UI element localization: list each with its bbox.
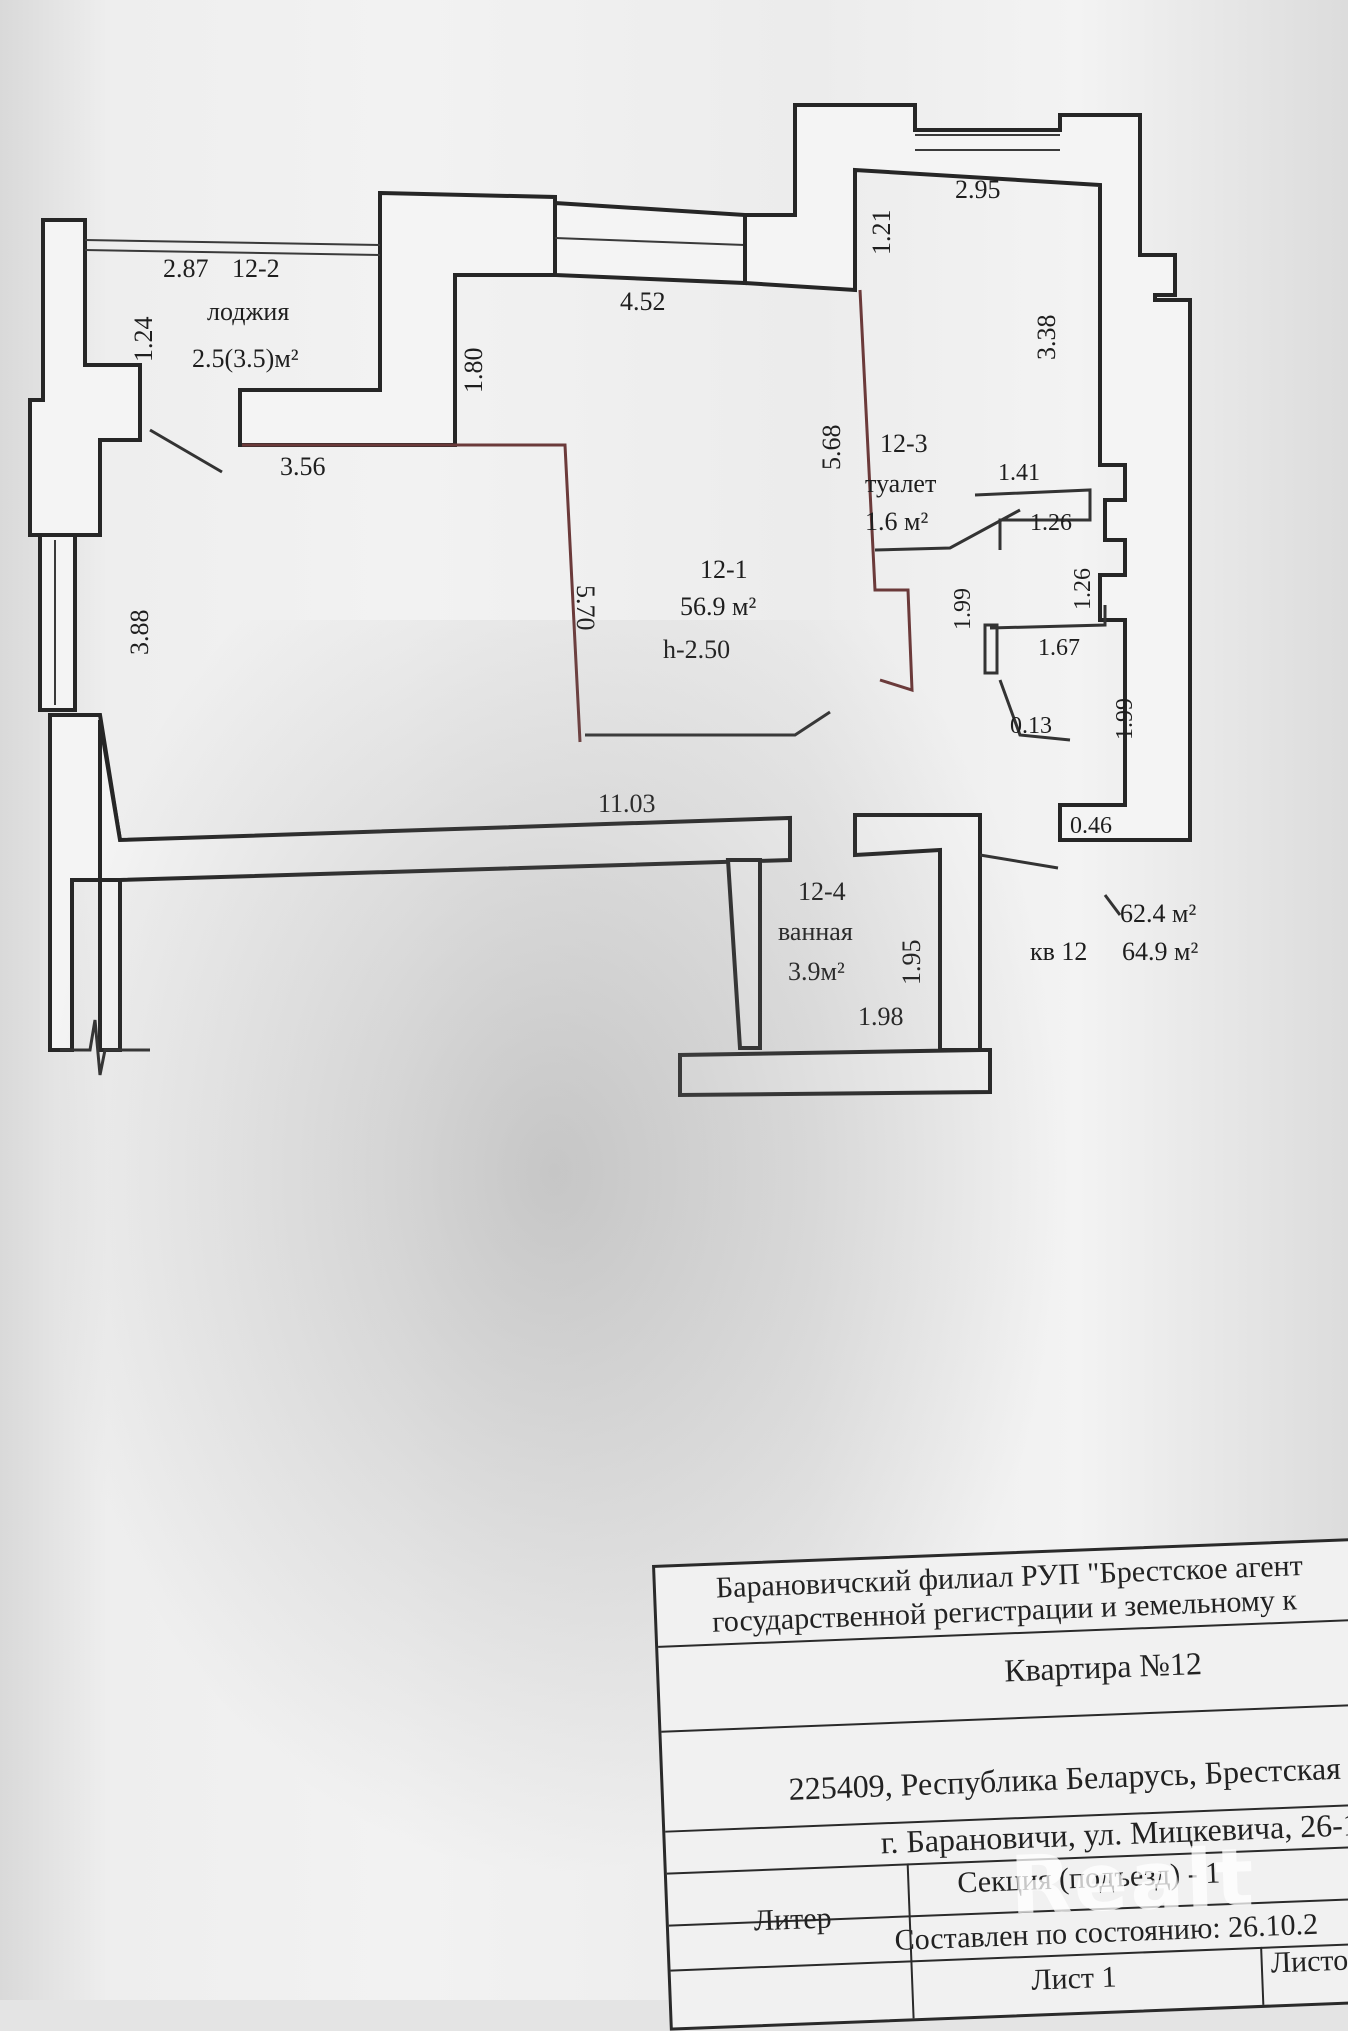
dim-126b: 1.26 bbox=[1070, 568, 1096, 610]
stamp-sheets: Листов bbox=[1270, 1943, 1348, 1980]
toilet-name: туалет bbox=[865, 469, 936, 498]
corridor-partition bbox=[858, 289, 914, 693]
dim-126a: 1.26 bbox=[1030, 510, 1072, 536]
dim-199a: 1.99 bbox=[950, 588, 976, 630]
dim-452: 4.52 bbox=[620, 287, 666, 316]
top-right-block bbox=[743, 103, 1192, 842]
living-partition bbox=[585, 710, 831, 737]
break-mark bbox=[60, 1019, 150, 1076]
room-12-1-label: 12-1 bbox=[700, 555, 748, 584]
top-window bbox=[554, 237, 746, 246]
loggia-door bbox=[149, 428, 223, 474]
kitchen-partition bbox=[242, 443, 582, 743]
main-area: 56.9 м² bbox=[680, 592, 756, 621]
walls bbox=[28, 103, 1192, 1098]
stamp-sheet: Лист 1 bbox=[1030, 1960, 1118, 1997]
dim-167: 1.67 bbox=[1038, 635, 1080, 661]
dim-295: 2.95 bbox=[955, 175, 1001, 204]
partitions bbox=[60, 289, 1122, 1076]
toilet-wall bbox=[974, 488, 1092, 550]
dim-1103: 11.03 bbox=[598, 789, 656, 818]
room-12-2-label: 12-2 bbox=[232, 254, 280, 283]
left-window-wall bbox=[38, 533, 77, 712]
closet-door bbox=[983, 623, 999, 675]
entry-door bbox=[979, 853, 1059, 870]
hall-wall bbox=[678, 813, 992, 1098]
stamp-address-line-1: 225409, Республика Беларусь, Брестская bbox=[788, 1749, 1342, 1807]
loggia-window-bottom bbox=[84, 249, 381, 256]
bath-area: 3.9м² bbox=[788, 957, 845, 986]
apt-number: кв 12 bbox=[1030, 937, 1087, 966]
apt-area-1: 62.4 м² bbox=[1120, 899, 1196, 928]
room-12-3-label: 12-3 bbox=[880, 429, 928, 458]
dim-013: 0.13 bbox=[1010, 713, 1052, 739]
bath-name: ванная bbox=[778, 917, 853, 946]
dim-198: 1.98 bbox=[858, 1002, 904, 1031]
dim-388: 3.88 bbox=[125, 610, 154, 656]
dim-338: 3.38 bbox=[1032, 315, 1061, 361]
toilet-line bbox=[874, 508, 1021, 552]
living-bottom-wall bbox=[98, 719, 792, 882]
dim-195: 1.95 bbox=[897, 940, 926, 986]
room-12-4-label: 12-4 bbox=[798, 877, 846, 906]
area-leader bbox=[1103, 894, 1122, 916]
dim-570: 5.70 bbox=[571, 585, 600, 631]
loggia-area: 2.5(3.5)м² bbox=[192, 344, 299, 373]
dim-356: 3.56 bbox=[280, 452, 326, 481]
stamp-apartment: Квартира №12 bbox=[1003, 1644, 1203, 1689]
ceiling-height: h-2.50 bbox=[663, 635, 730, 664]
loggia-name: лоджия bbox=[207, 297, 289, 326]
title-block: Барановичский филиал РУП "Брестское аген… bbox=[652, 1537, 1348, 2031]
bath-left-wall bbox=[725, 858, 762, 1050]
loggia-window-top bbox=[84, 239, 381, 246]
apt-area-2: 64.9 м² bbox=[1122, 937, 1198, 966]
dim-121: 1.21 bbox=[867, 210, 896, 256]
dim-568: 5.68 bbox=[817, 425, 846, 471]
closet-leader bbox=[998, 679, 1071, 742]
floor-plan: 2.87 12-2 лоджия 2.5(3.5)м² 1.24 1.80 4.… bbox=[28, 103, 1198, 1098]
dim-124: 1.24 bbox=[129, 317, 158, 363]
toilet-area: 1.6 м² bbox=[865, 507, 928, 536]
dim-046: 0.46 bbox=[1070, 813, 1112, 839]
room-labels: 2.87 12-2 лоджия 2.5(3.5)м² 1.24 1.80 4.… bbox=[125, 175, 1198, 1031]
dim-199b: 1.99 bbox=[1112, 698, 1138, 740]
dim-141: 1.41 bbox=[998, 460, 1040, 486]
closet-wall bbox=[989, 605, 1107, 630]
dim-180: 1.80 bbox=[459, 348, 488, 394]
watermark-logo: Realt bbox=[1008, 1830, 1258, 1933]
dim-287: 2.87 bbox=[163, 254, 209, 283]
